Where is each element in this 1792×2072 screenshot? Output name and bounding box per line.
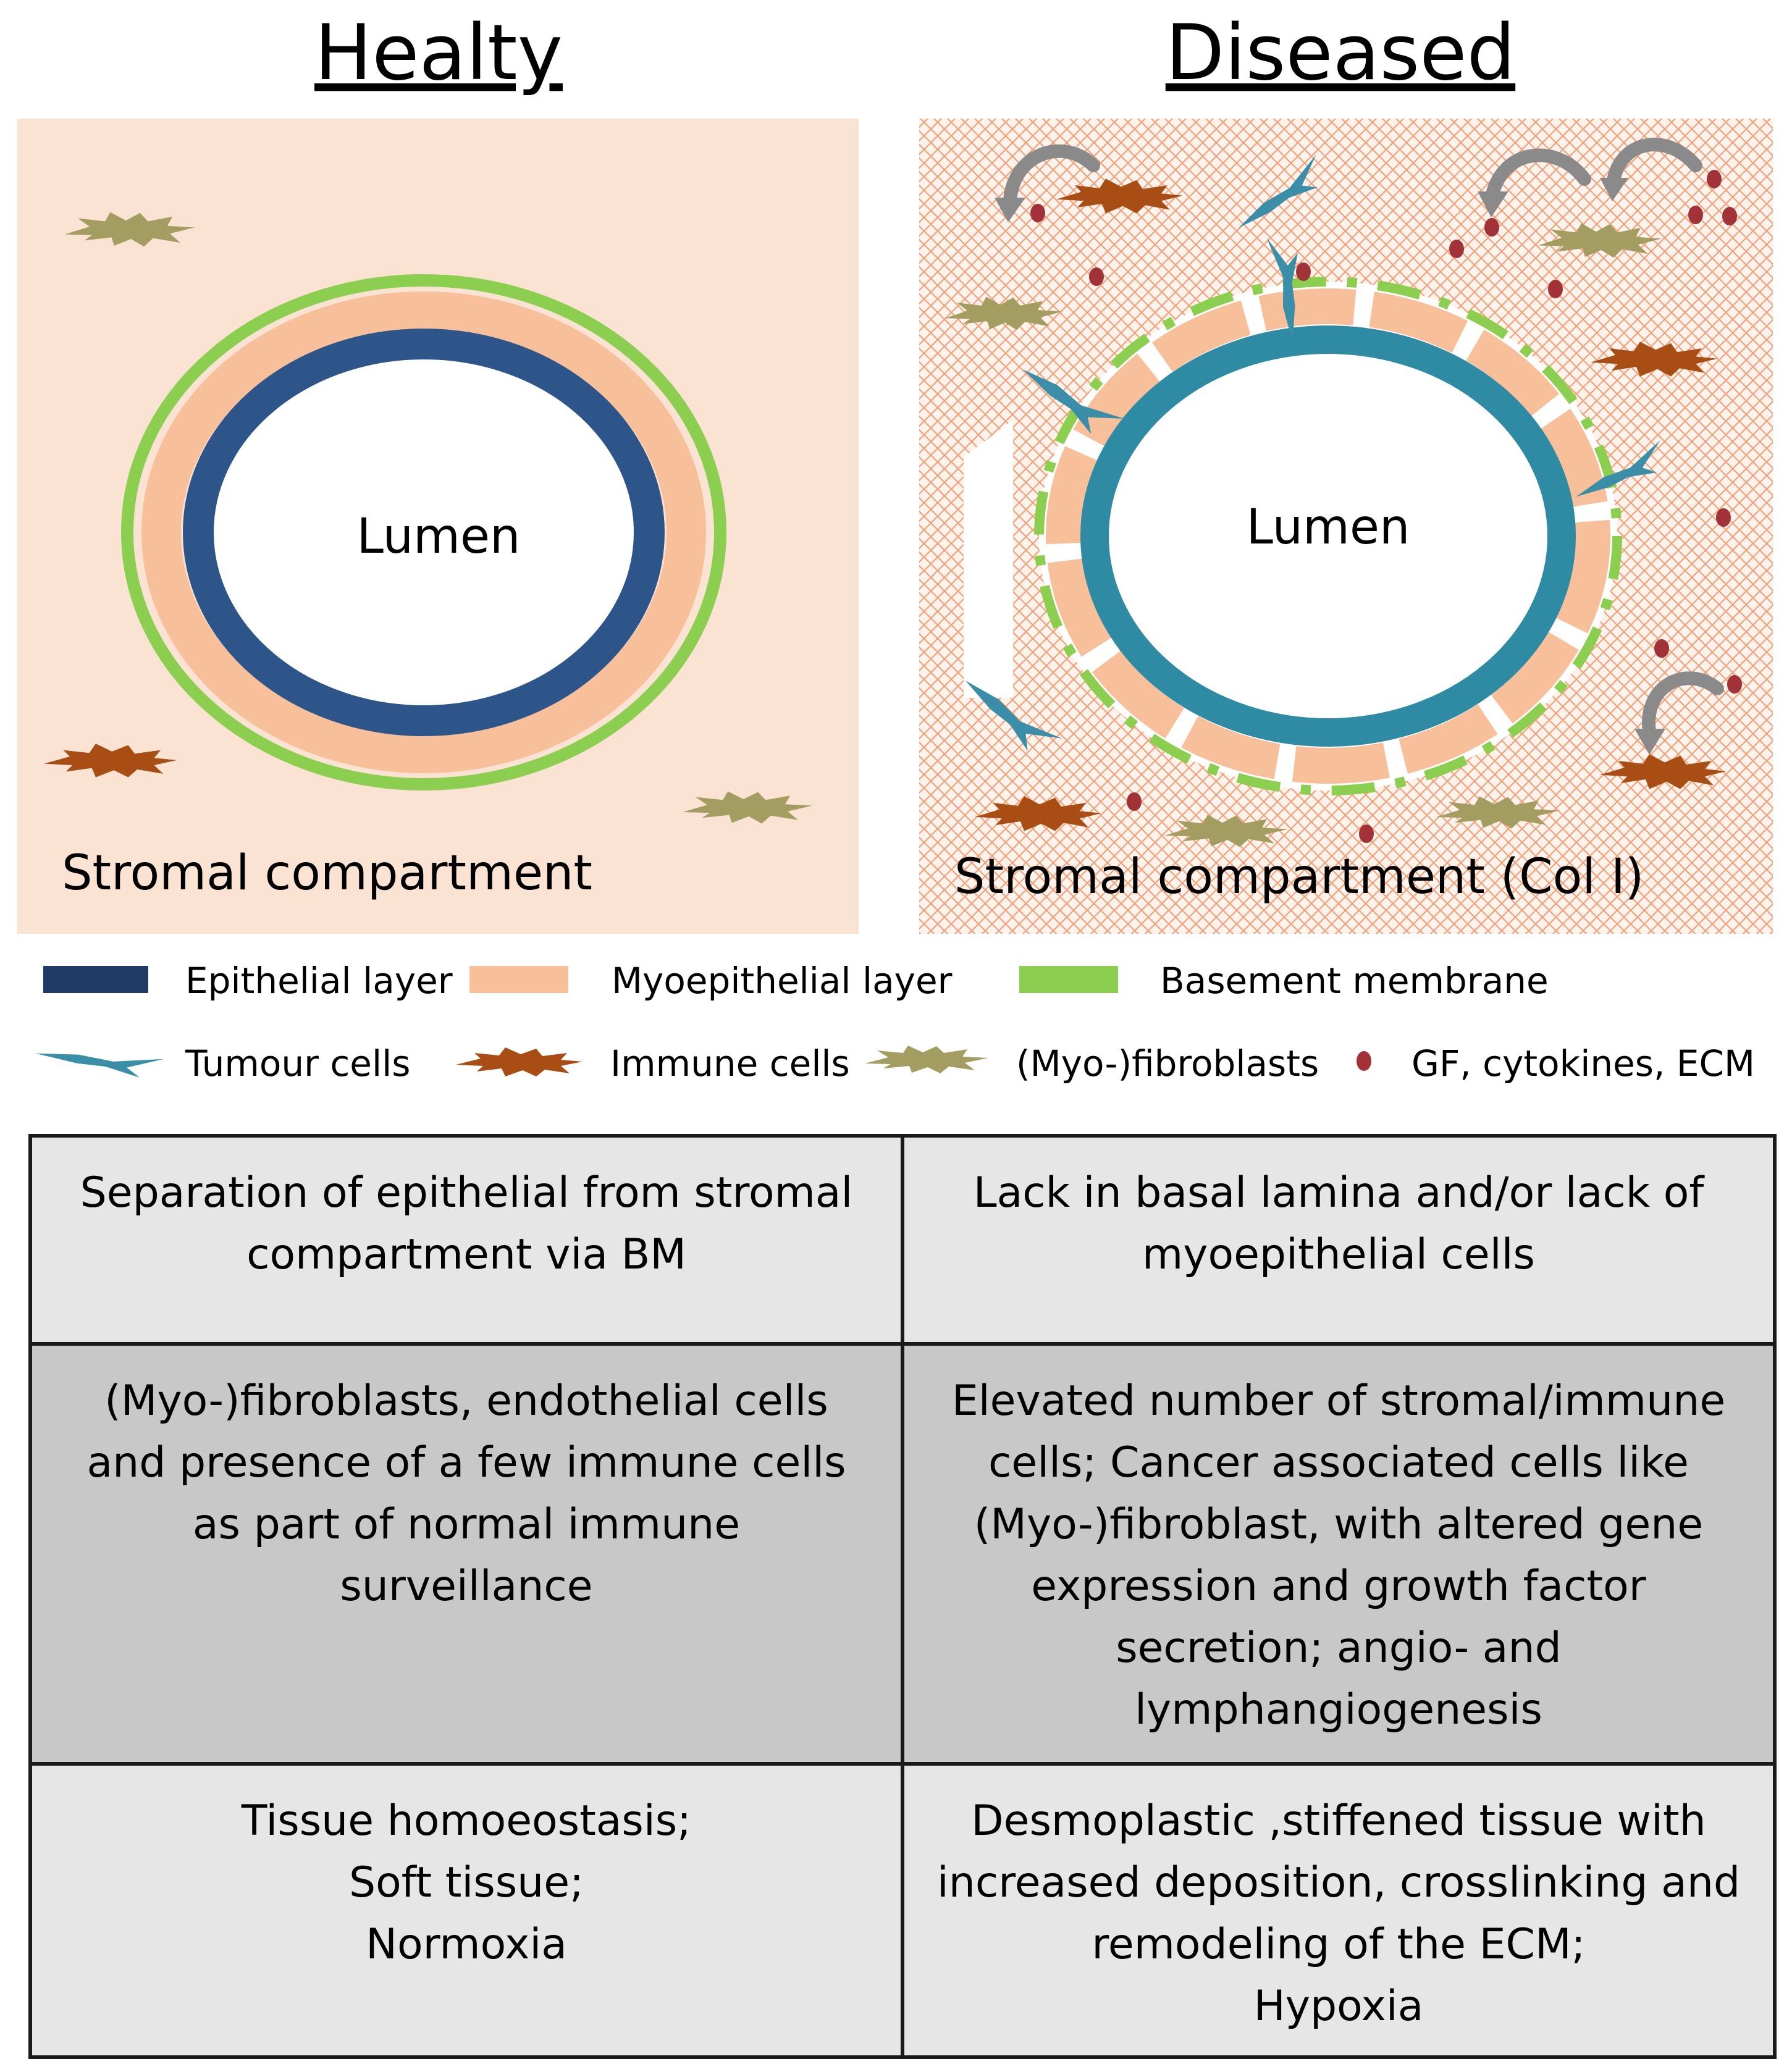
legend-tumour-label: Tumour cells [185,1042,410,1084]
gf-dot [1548,280,1563,298]
legend-basement-swatch [1019,966,1118,993]
invasion-channel [964,420,1013,698]
diseased-myoepithelial-layer [1046,288,1610,784]
healthy-vs-diseased-diagram: Healty Lumen Stromal compartment Disease… [17,9,1773,1084]
table-row: (Myo-)fibroblasts, endothelial cells and… [28,1342,1777,1766]
gf-dot [1688,206,1703,224]
healthy-cell-separation: Separation of epithelial from stromal co… [28,1134,904,1346]
arrowhead-4 [1634,729,1665,755]
healthy-title: Healty [314,9,563,98]
healthy-basement-membrane [121,274,726,791]
table-row: Separation of epithelial from stromal co… [28,1134,1777,1346]
diseased-stroma-label: Stromal compartment (Col I) [954,849,1644,905]
healthy-cell-cells: (Myo-)fibroblasts, endothelial cells and… [28,1342,904,1766]
comparison-table: Separation of epithelial from stromal co… [28,1134,1777,2059]
growth-factor-dots [1030,170,1742,843]
gf-dot [1030,204,1045,222]
healthy-cell-tissue: Tissue homoeostasis; Soft tissue; Normox… [28,1762,904,2059]
legend-fibroblast-icon [865,1046,988,1073]
legend-immune-label: Immune cells [610,1042,850,1084]
gf-dot [1654,639,1669,658]
legend-epithelial-label: Epithelial layer [185,960,453,1002]
gf-dot [1707,170,1722,188]
healthy-myoepithelial-layer [141,292,706,773]
gf-dot [1449,240,1464,258]
arrow-heads [995,178,1665,755]
diseased-epithelial-ring [1080,325,1576,747]
arrowhead-3 [1600,178,1628,201]
gf-dot [1727,675,1742,694]
diseased-basement-membrane [1034,277,1622,795]
curved-arrow-3 [1607,138,1702,187]
legend-basement-label: Basement membrane [1160,960,1549,1002]
diseased-lumen-label: Lumen [1247,500,1410,555]
legend-epithelial-swatch [43,966,148,993]
gf-dot [1296,262,1311,281]
legend-myoepithelial-label: Myoepithelial layer [612,960,953,1002]
legend: Epithelial layer Myoepithelial layer Bas… [34,960,1755,1084]
curved-arrow-2 [1485,148,1591,204]
arrowhead-2 [1478,191,1508,217]
healthy-stroma-label: Stromal compartment [62,845,592,901]
secretion-arrows [1003,138,1724,739]
legend-factor-label: GF, cytokines, ECM [1411,1042,1755,1084]
diseased-cell-cells: Elevated number of stromal/immune cells;… [901,1342,1777,1766]
legend-tumour-icon [34,1041,164,1081]
gf-dot [1716,508,1731,527]
gf-dot [1089,267,1104,286]
gf-dot [1722,207,1737,225]
legend-myoepithelial-swatch [469,966,568,993]
diseased-title: Diseased [1166,9,1515,98]
legend-immune-icon [456,1047,583,1076]
curved-arrow-4 [1642,671,1724,739]
gf-dot [1359,824,1374,843]
legend-factor-dot [1357,1051,1371,1071]
healthy-epithelial-layer [183,329,665,736]
curved-arrow-1 [1003,144,1100,208]
gf-dot [1484,218,1499,237]
diseased-cell-basal-lamina: Lack in basal lamina and/or lack of myoe… [901,1134,1777,1346]
gf-dot [1127,792,1142,811]
healthy-lumen-label: Lumen [357,509,521,564]
diseased-cell-tissue: Desmoplastic ,stiffened tissue with incr… [901,1762,1777,2059]
arrowhead-1 [995,198,1025,222]
legend-fibroblast-label: (Myo-)fibroblasts [1016,1042,1319,1084]
table-row: Tissue homoeostasis; Soft tissue; Normox… [28,1762,1777,2059]
